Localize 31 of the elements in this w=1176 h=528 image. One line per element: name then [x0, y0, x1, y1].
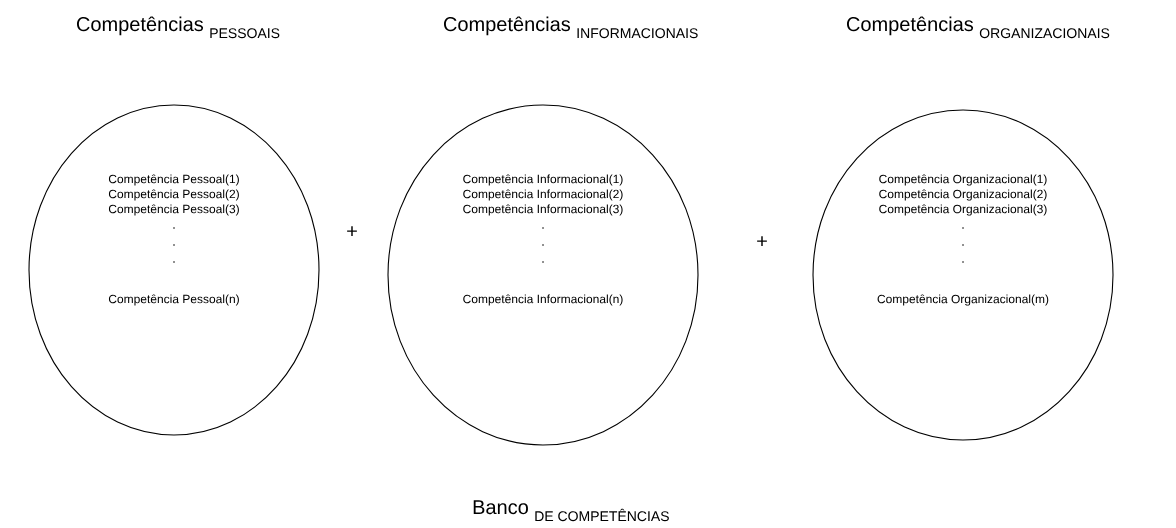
- ellipsis-dot: .: [962, 227, 964, 229]
- heading-suffix: PESSOAIS: [210, 28, 280, 39]
- list-item: Competência Organizacional(3): [879, 204, 1047, 216]
- ellipsis-dot: .: [542, 227, 544, 229]
- heading-suffix: INFORMACIONAIS: [577, 28, 698, 39]
- plus-sign: +: [347, 226, 357, 236]
- caption: Banco: [473, 500, 528, 515]
- ellipsis-dot: .: [173, 227, 175, 229]
- list-item: Competência Pessoal(3): [108, 204, 239, 216]
- heading: Competências: [847, 16, 974, 36]
- list-item: Competência Informacional(1): [463, 174, 623, 186]
- list-item: Competência Organizacional(m): [877, 294, 1049, 306]
- heading: Competências: [444, 16, 571, 36]
- ellipsis-dot: .: [542, 244, 544, 246]
- ellipsis-dot: .: [962, 244, 964, 246]
- heading: Competências: [77, 16, 204, 36]
- list-item: Competência Organizacional(2): [879, 189, 1047, 201]
- list-item: Competência Pessoal(2): [108, 189, 239, 201]
- list-item: Competência Pessoal(n): [108, 294, 239, 306]
- list-item: Competência Pessoal(1): [108, 174, 239, 186]
- ellipsis-dot: .: [173, 244, 175, 246]
- ellipsis-dot: .: [542, 261, 544, 263]
- list-item: Competência Informacional(n): [463, 294, 623, 306]
- ellipsis-dot: .: [962, 261, 964, 263]
- list-item: Competência Informacional(3): [463, 204, 623, 216]
- caption-suffix: DE COMPETÊNCIAS: [535, 508, 669, 522]
- ellipsis-dot: .: [173, 261, 175, 263]
- heading-suffix: ORGANIZACIONAIS: [979, 28, 1110, 39]
- plus-sign: +: [757, 236, 767, 246]
- list-item: Competência Organizacional(1): [879, 174, 1047, 186]
- list-item: Competência Informacional(2): [463, 189, 623, 201]
